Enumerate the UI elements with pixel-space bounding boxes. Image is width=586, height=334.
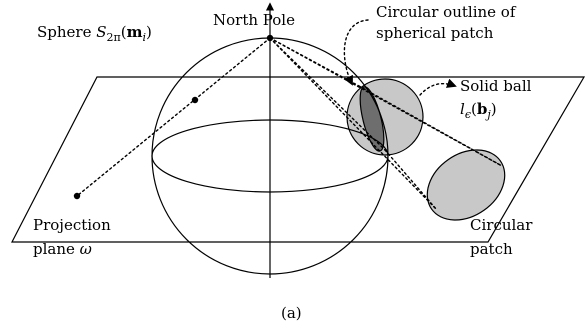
circular-outline-label-line2: spherical patch	[376, 24, 494, 42]
circular-patch-label-line1: Circular	[470, 216, 533, 234]
circular-patch	[426, 149, 506, 221]
projection-ray-4	[269, 37, 438, 211]
projection-label-text: plane	[33, 240, 80, 258]
solid-ball-math-arg: b	[476, 100, 488, 118]
projection-ray-2-ext	[384, 149, 438, 211]
solid-ball-callout-arrow	[419, 78, 457, 96]
projection-label-line2: plane ω	[33, 240, 92, 258]
projection-ray-2	[269, 37, 386, 151]
sphere-math-base: S	[96, 23, 107, 41]
projection-plane	[11, 76, 586, 243]
solid-ball-label-math: lϵ(bj)	[460, 100, 497, 121]
circular-patch-label-line2: patch	[470, 240, 513, 258]
sphere-point	[191, 96, 199, 104]
sphere-math-arg: m	[126, 23, 143, 41]
sphere-label: Sphere S2π(mi)	[37, 23, 152, 44]
sphere-math-sub: 2π	[106, 31, 121, 44]
solid-ball-math-base: l	[460, 100, 465, 118]
north-pole-label: North Pole	[213, 11, 295, 29]
sphere-math-open: (	[120, 23, 127, 41]
projection-label-line1: Projection	[33, 216, 111, 234]
solid-ball-math-open: (	[470, 100, 477, 118]
sphere-math-close: )	[146, 23, 152, 41]
figure-caption: (a)	[281, 304, 302, 322]
solid-ball-math-sub: ϵ	[464, 108, 471, 121]
plane-point	[73, 192, 81, 200]
projection-label-math: ω	[79, 240, 92, 258]
solid-ball	[346, 78, 424, 156]
sphere-math-arg-sub: i	[142, 31, 147, 44]
solid-ball-math-arg-sub: j	[487, 108, 491, 121]
solid-ball-label-line1: Solid ball	[460, 77, 532, 95]
outline-callout-arrow	[343, 19, 369, 86]
circular-outline-label-line1: Circular outline of	[376, 3, 516, 21]
projection-ray-1-ext	[358, 85, 503, 167]
sphere-label-prefix: Sphere	[37, 23, 97, 41]
projection-ray-to-plane	[76, 37, 271, 197]
solid-ball-math-close: )	[490, 100, 497, 118]
